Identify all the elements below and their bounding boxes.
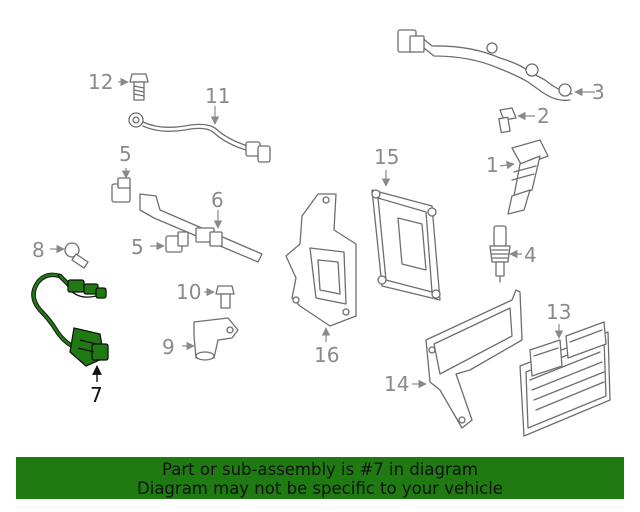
banner-line-2: Diagram may not be specific to your vehi… <box>137 479 503 498</box>
callout-10: 10 <box>176 280 201 304</box>
callout-14: 14 <box>384 372 409 396</box>
bracket-part-14 <box>412 289 523 429</box>
wiring-harness-part-3 <box>397 29 595 101</box>
callout-1: 1 <box>486 153 499 177</box>
ecu-module-part-15 <box>371 170 441 301</box>
callout-15: 15 <box>374 145 399 169</box>
callout-12: 12 <box>88 70 113 94</box>
parts-diagram: 3 12 11 2 1 4 <box>31 29 611 437</box>
connector-part-5-lower <box>150 231 189 253</box>
bracket-part-16 <box>285 193 357 342</box>
bolt-part-8 <box>50 242 89 269</box>
bolt-part-12 <box>118 73 149 101</box>
callout-9: 9 <box>162 335 175 359</box>
camshaft-sensor-part-9 <box>182 317 239 361</box>
callout-13: 13 <box>546 300 571 324</box>
callout-11: 11 <box>205 84 230 108</box>
ignition-coil-part-1 <box>499 139 549 215</box>
callout-16: 16 <box>314 343 339 367</box>
callout-2: 2 <box>537 104 550 128</box>
spark-plug-part-4 <box>489 225 522 283</box>
callout-8: 8 <box>32 238 45 262</box>
oxygen-sensor-part-7 <box>31 272 109 382</box>
callout-5-upper: 5 <box>119 142 132 166</box>
connector-part-5-upper <box>111 177 131 203</box>
callout-5-lower: 5 <box>131 235 144 259</box>
strap-part-6 <box>139 193 263 263</box>
banner-line-1: Part or sub-assembly is #7 in diagram <box>162 460 478 479</box>
callout-7: 7 <box>90 383 103 407</box>
bolt-part-2 <box>498 107 535 134</box>
info-banner: Part or sub-assembly is #7 in diagram Di… <box>16 457 624 499</box>
ecu-part-13 <box>519 321 611 437</box>
callout-4: 4 <box>524 243 537 267</box>
sensor-wire-part-11 <box>128 106 271 163</box>
callout-3: 3 <box>592 80 605 104</box>
callout-6: 6 <box>211 188 224 212</box>
bolt-part-10 <box>204 285 235 309</box>
